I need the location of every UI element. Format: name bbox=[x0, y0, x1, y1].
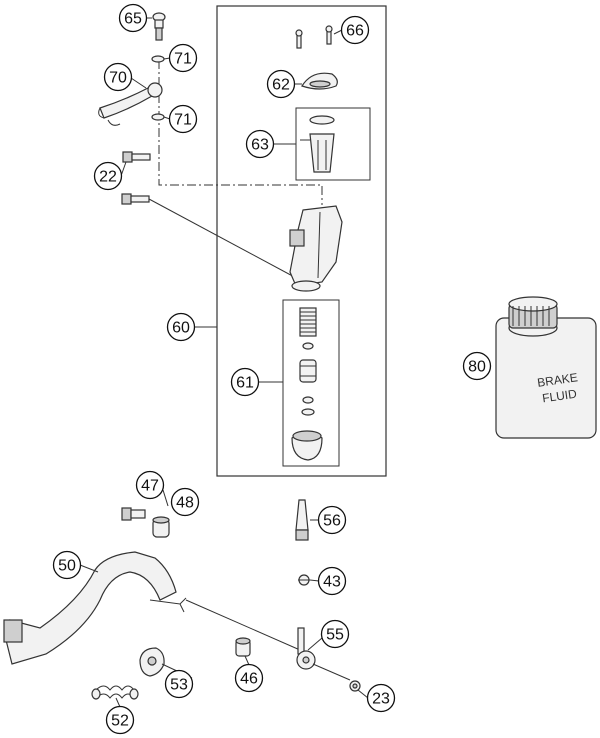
callout-layer: 65 66 71 70 62 71 63 22 60 80 61 47 48 56 50 43 55 53 46 23… bbox=[52, 3, 492, 735]
callout-circle bbox=[164, 669, 194, 699]
callout-number: 46 bbox=[240, 671, 258, 688]
callout-circle bbox=[320, 619, 350, 649]
callout-47: 47 bbox=[135, 470, 165, 500]
fluid-label-line2: FLUID bbox=[541, 387, 578, 406]
callout-number: 66 bbox=[346, 23, 364, 40]
callout-circle bbox=[52, 550, 82, 580]
callout-number: 56 bbox=[323, 513, 341, 530]
callout-circle bbox=[170, 487, 200, 517]
callout-60: 60 bbox=[166, 312, 196, 342]
bolt-part-long bbox=[121, 193, 150, 205]
brake-fluid-bottle bbox=[495, 296, 597, 439]
callout-number: 47 bbox=[141, 478, 159, 495]
callout-number: 70 bbox=[109, 70, 127, 87]
callout-circle bbox=[105, 705, 135, 735]
callout-22: 22 bbox=[93, 161, 123, 191]
callout-number: 65 bbox=[124, 11, 142, 28]
callout-circle bbox=[462, 351, 492, 381]
bolt-guide-line bbox=[148, 198, 301, 281]
callout-number: 53 bbox=[170, 677, 188, 694]
callout-number: 60 bbox=[172, 320, 190, 337]
pushrod-end-part bbox=[295, 499, 309, 541]
pedal-linkage-line bbox=[185, 599, 301, 651]
hose-fitting-part bbox=[98, 82, 163, 126]
callout-71: 71 bbox=[168, 104, 198, 134]
callout-55: 55 bbox=[320, 619, 350, 649]
bushing-part bbox=[152, 516, 170, 538]
washer-part-bottom bbox=[151, 113, 165, 121]
callout-circle bbox=[118, 3, 148, 33]
callout-46: 46 bbox=[234, 663, 264, 693]
callout-number: 80 bbox=[468, 359, 486, 376]
callout-circle bbox=[317, 505, 347, 535]
piston-kit-part bbox=[291, 307, 323, 461]
callout-23: 23 bbox=[366, 683, 396, 713]
callout-52: 52 bbox=[105, 705, 135, 735]
assembly-frame bbox=[216, 5, 387, 477]
callout-number: 61 bbox=[236, 375, 254, 392]
return-spring-part bbox=[91, 685, 139, 700]
callout-circle bbox=[93, 161, 123, 191]
callout-48: 48 bbox=[170, 487, 200, 517]
callout-number: 62 bbox=[272, 77, 290, 94]
bolt-part-22 bbox=[122, 151, 151, 163]
washer-part-top bbox=[151, 55, 165, 63]
callout-circle bbox=[245, 129, 275, 159]
clevis-pin-part bbox=[296, 627, 351, 681]
callout-80: 80 bbox=[462, 351, 492, 381]
callout-number: 55 bbox=[326, 627, 344, 644]
callout-61: 61 bbox=[230, 367, 260, 397]
callout-circle bbox=[366, 683, 396, 713]
callout-50: 50 bbox=[52, 550, 82, 580]
callout-circle bbox=[103, 62, 133, 92]
callout-number: 43 bbox=[323, 574, 341, 591]
callout-circle bbox=[266, 69, 296, 99]
callout-43: 43 bbox=[317, 566, 347, 596]
callout-number: 22 bbox=[99, 169, 117, 186]
callout-number: 63 bbox=[251, 137, 269, 154]
callout-circle bbox=[234, 663, 264, 693]
callout-62: 62 bbox=[266, 69, 296, 99]
callout-65: 65 bbox=[118, 3, 148, 33]
reservoir-part bbox=[300, 115, 335, 173]
screws-part-66 bbox=[295, 25, 333, 49]
callout-53: 53 bbox=[164, 669, 194, 699]
spacer-part bbox=[235, 637, 251, 657]
callout-66: 66 bbox=[340, 15, 370, 45]
callout-circle bbox=[340, 15, 370, 45]
callout-circle bbox=[168, 43, 198, 73]
nut-part bbox=[349, 680, 361, 692]
callout-circle bbox=[135, 470, 165, 500]
clip-part bbox=[298, 574, 310, 586]
callout-56: 56 bbox=[317, 505, 347, 535]
callout-63: 63 bbox=[245, 129, 275, 159]
reservoir-cap-part bbox=[301, 72, 338, 90]
subassembly-frame-61 bbox=[282, 299, 340, 467]
callout-circle bbox=[166, 312, 196, 342]
spring-plate-part bbox=[139, 647, 165, 677]
master-cylinder-body bbox=[289, 205, 343, 292]
callout-number: 48 bbox=[176, 495, 194, 512]
callout-70: 70 bbox=[103, 62, 133, 92]
callout-circle bbox=[168, 104, 198, 134]
connector-line bbox=[158, 60, 323, 205]
callout-number: 71 bbox=[174, 112, 192, 129]
callout-circle bbox=[317, 566, 347, 596]
callout-number: 23 bbox=[372, 691, 390, 708]
callout-number: 50 bbox=[58, 558, 76, 575]
bleed-screw-part bbox=[152, 12, 166, 41]
callout-circle bbox=[230, 367, 260, 397]
callout-71: 71 bbox=[168, 43, 198, 73]
callout-number: 52 bbox=[111, 713, 129, 730]
brake-pedal-part bbox=[3, 551, 187, 665]
fluid-label-line1: BRAKE bbox=[536, 370, 578, 390]
pivot-bolt-part bbox=[121, 507, 146, 521]
callout-number: 71 bbox=[174, 51, 192, 68]
